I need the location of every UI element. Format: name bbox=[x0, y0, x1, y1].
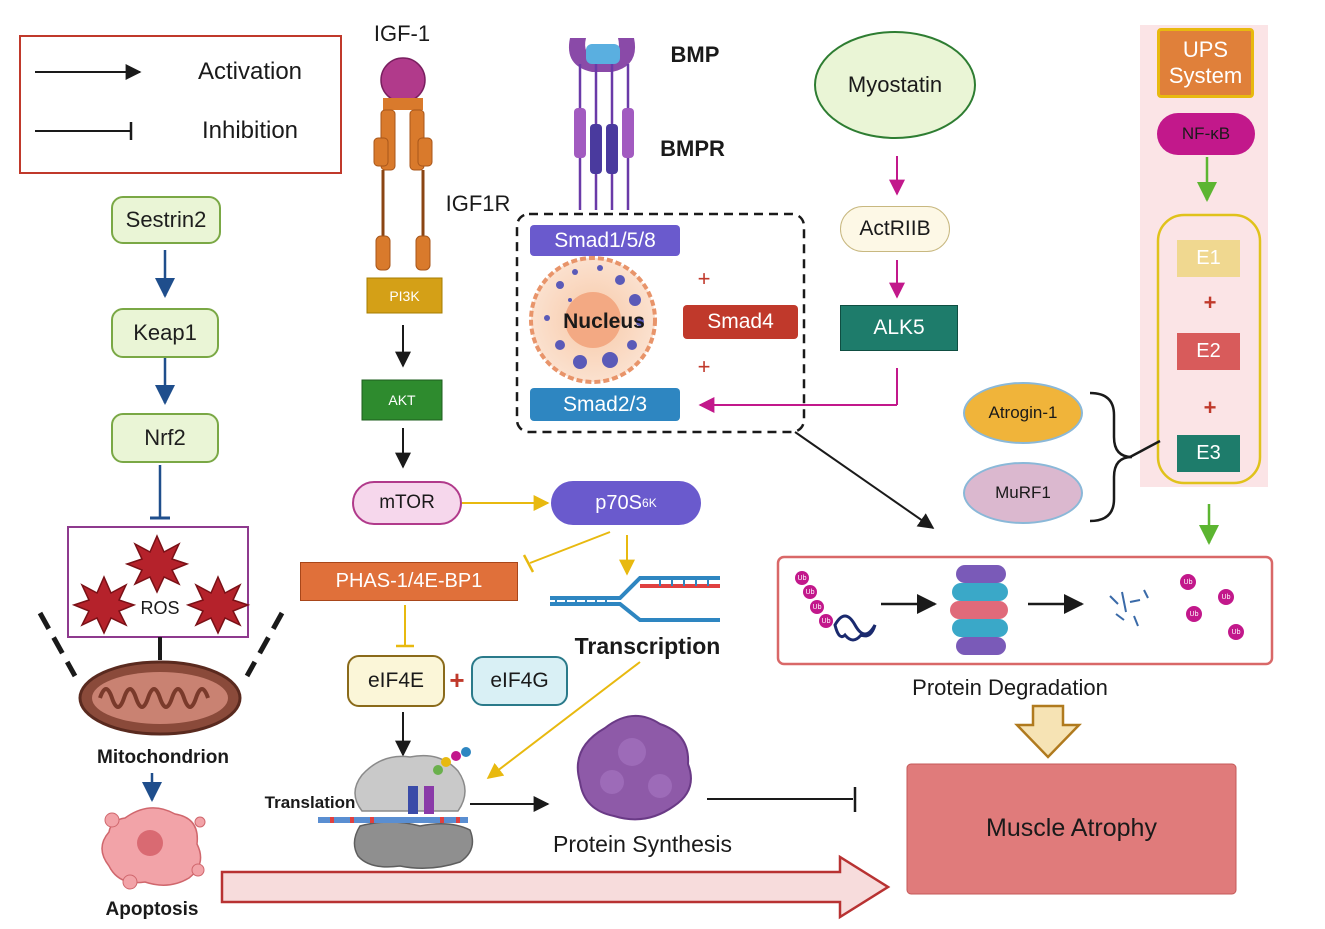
apoptotic-cell-icon bbox=[101, 807, 206, 890]
smad-degradation-arrow bbox=[794, 431, 935, 529]
ub-label: Ub bbox=[797, 574, 807, 582]
degradation-atrophy-arrow bbox=[1014, 704, 1082, 759]
funnel-dash-right bbox=[244, 611, 285, 678]
proteasome-icon bbox=[950, 565, 1008, 655]
ros-star-icon bbox=[71, 575, 137, 635]
igf1-label: IGF-1 bbox=[373, 21, 431, 46]
myostatin-label: Myostatin bbox=[847, 72, 943, 97]
transcription-translation-arrow bbox=[486, 661, 641, 779]
ros-label: ROS bbox=[140, 597, 180, 618]
nucleus-icon bbox=[529, 256, 657, 384]
ub-label: Ub bbox=[821, 617, 831, 625]
ros-star-icon bbox=[124, 534, 190, 594]
igf1r-label: IGF1R bbox=[445, 191, 511, 216]
p70-phas-bar bbox=[522, 554, 535, 573]
phas-node: PHAS-1/4E-BP1 bbox=[300, 562, 518, 601]
pi3k-label: PI3K bbox=[389, 287, 420, 304]
protein-degradation-label: Protein Degradation bbox=[912, 675, 1108, 700]
protein-synthesis-label: Protein Synthesis bbox=[553, 830, 732, 857]
pi3k-box bbox=[366, 277, 443, 314]
muscle-atrophy-label: Muscle Atrophy bbox=[986, 813, 1157, 842]
mitochondrion-icon bbox=[78, 660, 242, 736]
myostatin-node bbox=[814, 31, 976, 139]
ups-title-line2: System bbox=[1168, 63, 1243, 88]
atrogin1-node: Atrogin-1 bbox=[963, 382, 1083, 444]
nrf2-node: Nrf2 bbox=[111, 413, 219, 463]
smad-plus-bottom: + bbox=[697, 354, 711, 379]
smad4-node: Smad4 bbox=[683, 305, 798, 339]
bmpr-label: BMPR bbox=[660, 136, 725, 161]
mtor-node: mTOR bbox=[352, 481, 462, 525]
legend-box bbox=[19, 35, 342, 174]
akt-label: AKT bbox=[388, 392, 416, 408]
e2-e3-plus: + bbox=[1203, 395, 1217, 420]
free-ubiquitin-icons bbox=[1180, 574, 1244, 640]
legend-activation-label: Activation bbox=[197, 58, 303, 85]
e1-e2-plus: + bbox=[1203, 290, 1217, 315]
translation-label: Translation bbox=[264, 793, 356, 812]
ups-title-line1: UPS bbox=[1182, 37, 1229, 62]
eif4g-node: eIF4G bbox=[471, 656, 568, 706]
e2-node: E2 bbox=[1177, 333, 1240, 370]
smad-complex-box bbox=[515, 212, 806, 434]
smad158-node: Smad1/5/8 bbox=[530, 225, 680, 256]
actriib-node: ActRIIB bbox=[840, 206, 950, 252]
eif4e-node: eIF4E bbox=[347, 655, 445, 707]
apoptosis-label: Apoptosis bbox=[105, 899, 199, 920]
brace-ups-connector bbox=[1129, 439, 1161, 459]
ubiquitin-enzyme-box bbox=[1156, 213, 1262, 485]
ubiquitinated-protein-icon bbox=[795, 571, 877, 642]
keap1-node: Keap1 bbox=[111, 308, 219, 358]
smad-plus-top: + bbox=[697, 266, 711, 291]
eif4-plus: + bbox=[449, 664, 465, 695]
ub-label: Ub bbox=[805, 588, 815, 596]
ub-label: Ub bbox=[1189, 610, 1199, 618]
degradation-panel bbox=[776, 555, 1274, 666]
smad23-node: Smad2/3 bbox=[530, 388, 680, 421]
funnel-dash-left bbox=[37, 611, 78, 678]
ligase-brace bbox=[1089, 391, 1133, 523]
nfkb-node: NF-κB bbox=[1157, 113, 1255, 155]
ups-system-node: UPS System bbox=[1157, 28, 1254, 98]
ribosome-icon bbox=[318, 747, 474, 869]
igf1r-receptor-icon bbox=[373, 57, 433, 271]
protein-blob-icon bbox=[576, 715, 692, 821]
apoptosis-atrophy-arrow bbox=[220, 854, 891, 920]
alk5-node: ALK5 bbox=[840, 305, 958, 351]
ub-label: Ub bbox=[1183, 578, 1193, 586]
dna-icon bbox=[550, 576, 720, 622]
mitochondrion-label: Mitochondrion bbox=[97, 747, 229, 768]
p70s6k-label: p70S bbox=[595, 491, 643, 514]
p70s6k-sup: 6K bbox=[642, 496, 657, 510]
nucleus-label: Nucleus bbox=[563, 310, 645, 333]
e1-node: E1 bbox=[1177, 240, 1240, 277]
peptide-fragments-icon bbox=[1109, 589, 1149, 627]
bmp-receptor-icon bbox=[568, 38, 636, 210]
murf1-node: MuRF1 bbox=[963, 462, 1083, 524]
e3-node: E3 bbox=[1177, 435, 1240, 472]
sestrin2-node: Sestrin2 bbox=[111, 196, 221, 244]
ub-label: Ub bbox=[1221, 593, 1231, 601]
bmp-label: BMP bbox=[670, 42, 720, 67]
ub-label: Ub bbox=[1231, 628, 1241, 636]
akt-box bbox=[361, 379, 443, 421]
p70-phas-inhibit bbox=[529, 531, 611, 564]
transcription-label: Transcription bbox=[574, 632, 721, 659]
ub-label: Ub bbox=[812, 603, 822, 611]
ros-star-icon bbox=[185, 575, 251, 635]
legend-inhibition-label: Inhibition bbox=[201, 117, 299, 144]
muscle-atrophy-box bbox=[906, 763, 1237, 895]
